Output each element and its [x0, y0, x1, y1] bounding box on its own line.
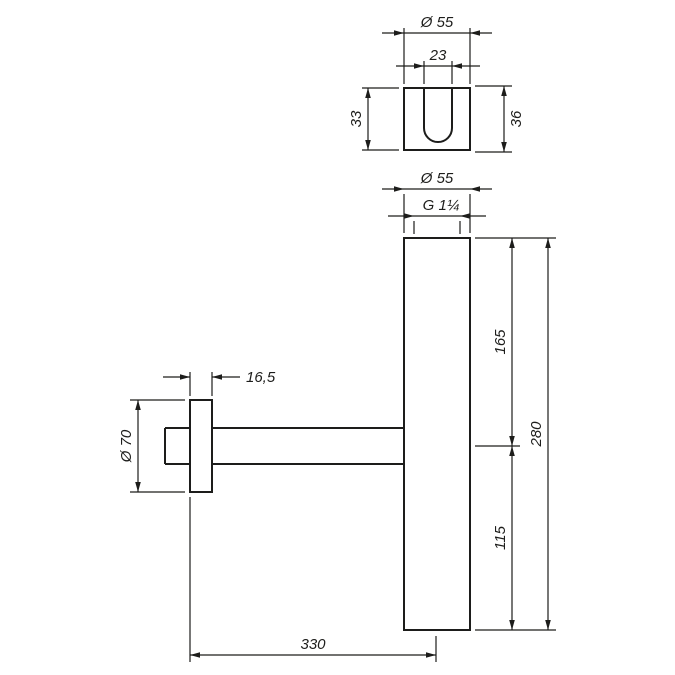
- dim-bracket-diameter: Ø 55: [382, 14, 492, 84]
- arrowhead: [509, 446, 515, 456]
- arrowhead: [394, 30, 404, 36]
- arrowhead: [190, 652, 200, 658]
- dim-label-projection: 330: [300, 636, 326, 653]
- arrowhead: [452, 63, 462, 69]
- dim-bracket-opening: 23: [396, 47, 480, 84]
- dim-label-thread: G 1¼: [423, 197, 460, 214]
- dim-label-body-diameter: Ø 55: [420, 170, 454, 187]
- arrowhead: [470, 30, 480, 36]
- arrowhead: [501, 142, 507, 152]
- dim-label-bracket-depth: 36: [508, 110, 525, 127]
- arrowhead: [394, 186, 404, 192]
- dim-label-flange-thickness: 16,5: [246, 369, 276, 386]
- dim-thread: G 1¼: [388, 197, 486, 234]
- dim-bracket-height: 33: [348, 87, 399, 151]
- arrowhead: [545, 238, 551, 248]
- arrowhead: [212, 374, 222, 380]
- arrowhead: [135, 482, 141, 492]
- siphon-body: [403, 237, 471, 631]
- arrowhead: [414, 63, 424, 69]
- arrowhead: [135, 400, 141, 410]
- arrowhead: [509, 620, 515, 630]
- arrowhead: [426, 652, 436, 658]
- dim-flange-thickness: 16,5: [163, 369, 276, 396]
- dim-label-upper-height: 165: [492, 329, 509, 355]
- wall-flange: [189, 399, 213, 493]
- arrowhead: [365, 140, 371, 150]
- bracket-outline: [403, 87, 471, 151]
- dim-label-lower-height: 115: [492, 525, 509, 550]
- u-channel: [423, 88, 453, 143]
- dim-lower-height: 115: [475, 446, 556, 631]
- arrowhead: [509, 238, 515, 248]
- dim-total-height: 280: [528, 238, 551, 630]
- outlet-pipe: [164, 427, 404, 465]
- dim-projection: 330: [189, 497, 437, 662]
- dim-label-total-height: 280: [528, 421, 545, 448]
- arrowhead: [501, 86, 507, 96]
- arrowhead: [470, 186, 480, 192]
- dim-label-bracket-opening: 23: [429, 47, 447, 64]
- dim-label-flange-diameter: Ø 70: [118, 429, 135, 463]
- dim-flange-diameter: Ø 70: [118, 399, 185, 493]
- wall-bracket-top-view: [403, 87, 471, 151]
- dim-label-bracket-diameter: Ø 55: [420, 14, 454, 31]
- arrowhead: [180, 374, 190, 380]
- dim-upper-height: 165: [475, 237, 556, 447]
- dim-bracket-depth: 36: [475, 85, 525, 153]
- arrowhead: [365, 88, 371, 98]
- arrowhead: [404, 213, 414, 219]
- arrowhead: [545, 620, 551, 630]
- arrowhead: [509, 436, 515, 446]
- dim-label-bracket-height: 33: [348, 110, 365, 127]
- arrowhead: [460, 213, 470, 219]
